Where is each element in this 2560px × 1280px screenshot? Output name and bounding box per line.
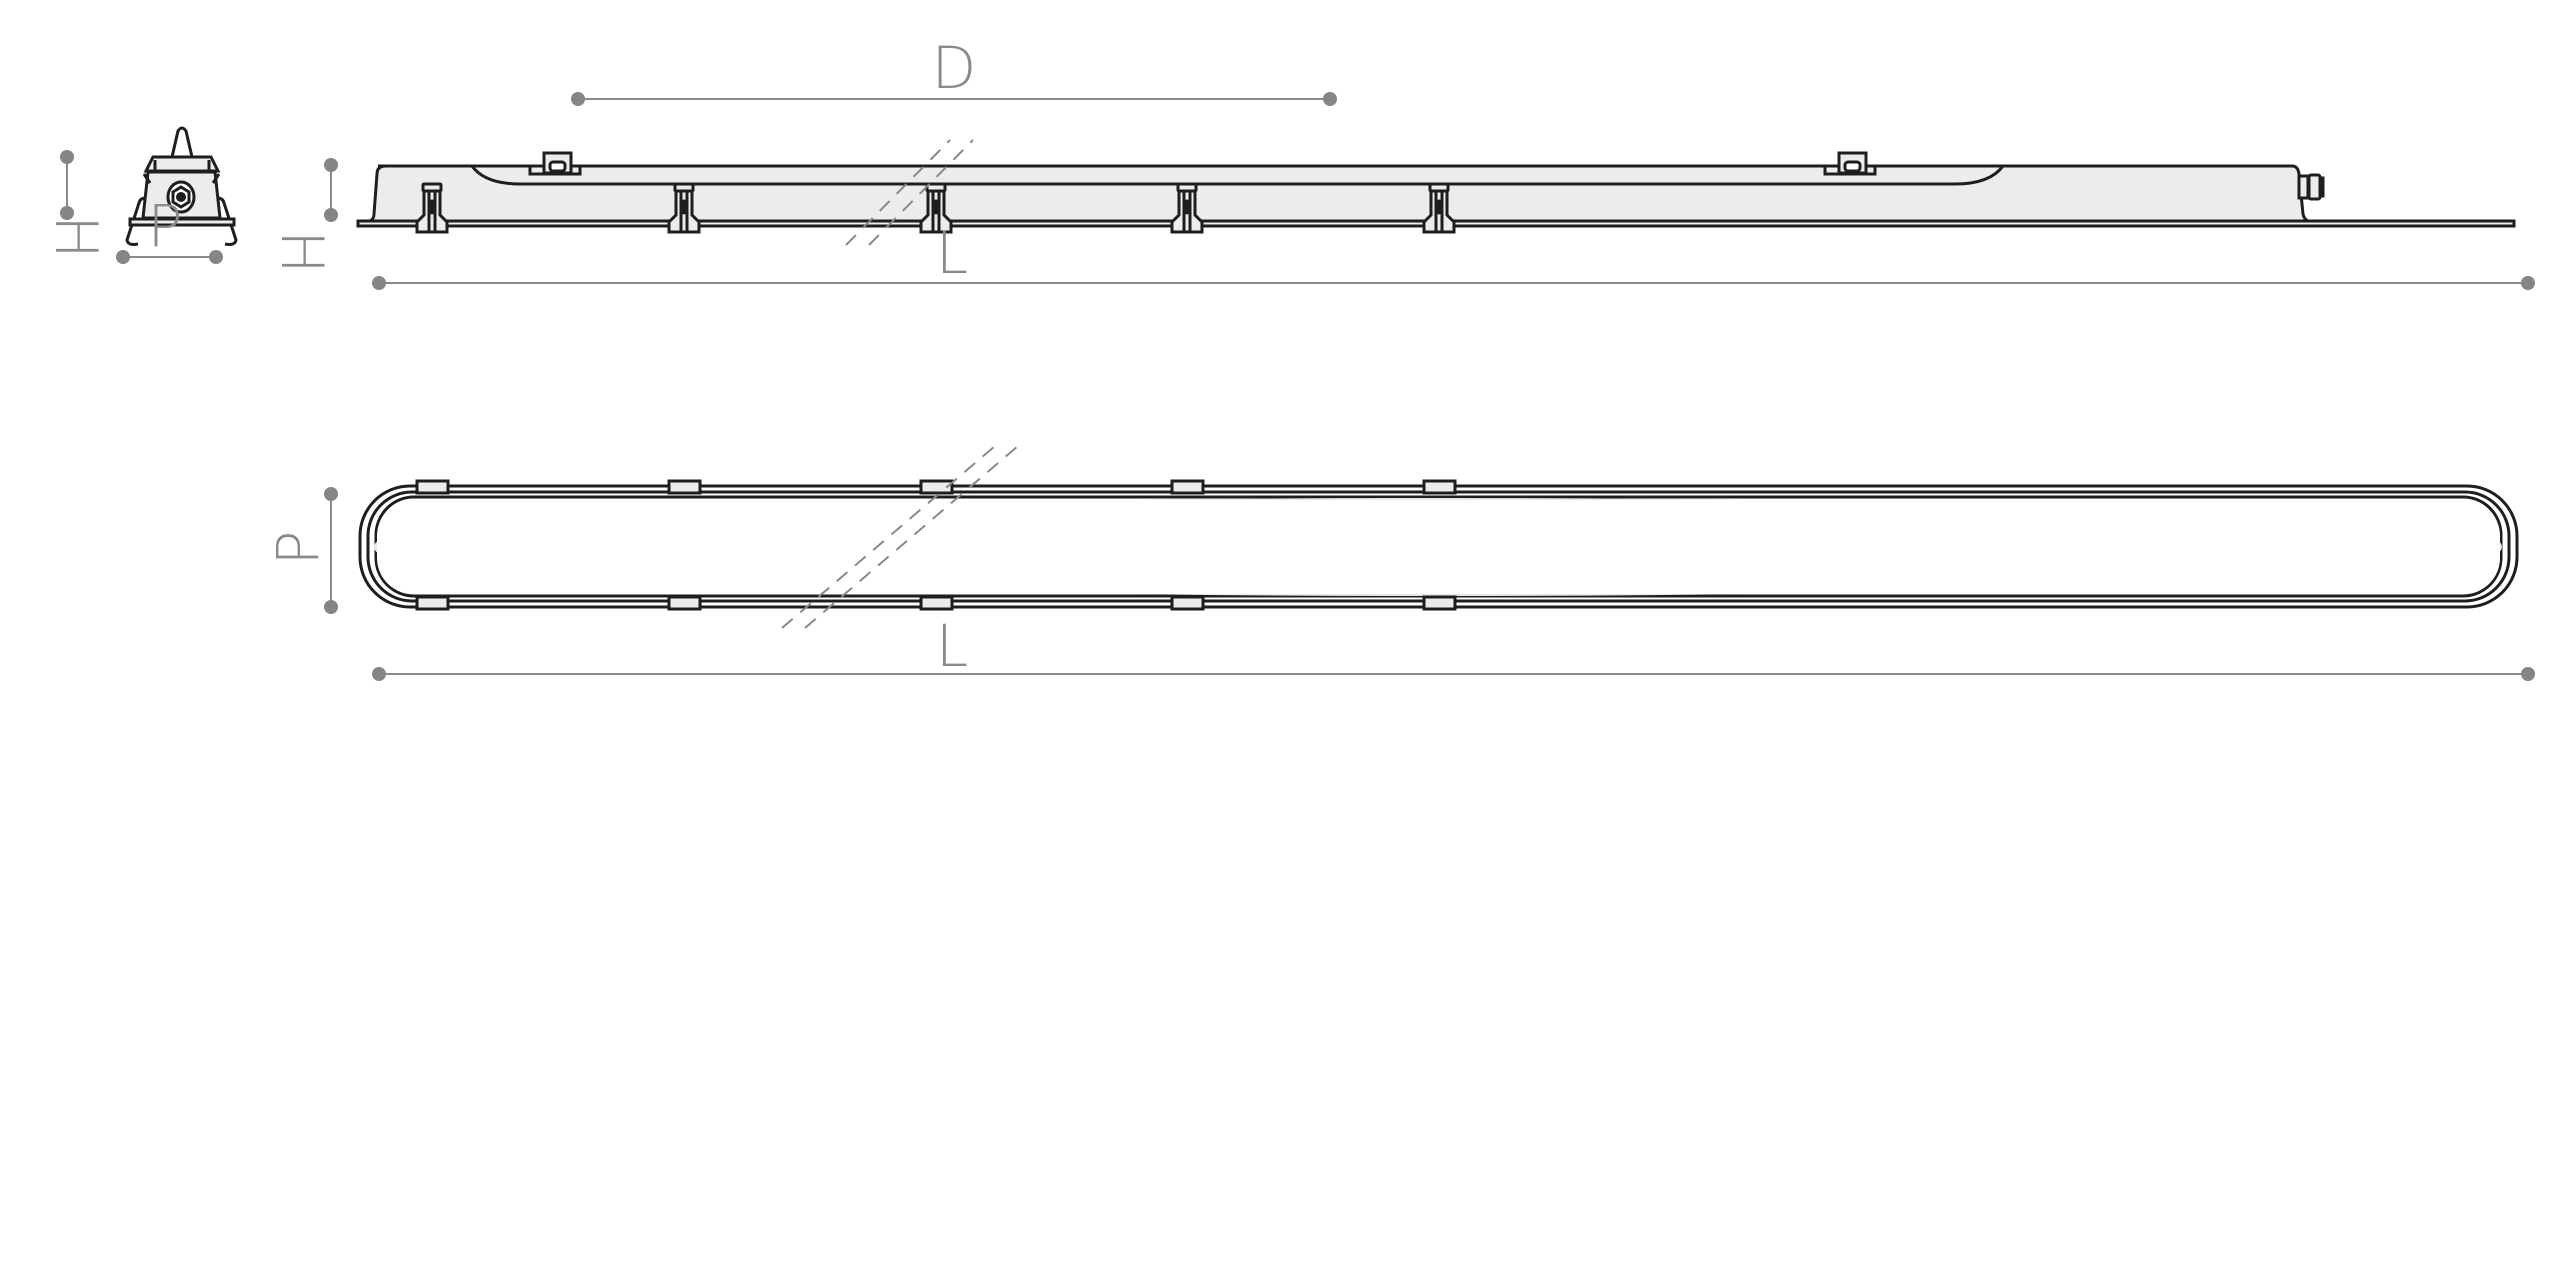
top-clip-2 (667, 479, 702, 611)
side-view-luminaire (356, 139, 2516, 246)
top-view-luminaire (358, 445, 2519, 629)
side-clip-5 (1422, 182, 1456, 234)
top-clip-5 (1422, 479, 1457, 611)
side-view-length-label: L (936, 219, 968, 287)
top-view-length-dimension: L (372, 612, 2535, 681)
top-view-depth-label: P (264, 531, 332, 566)
fixing-distance-label: D (932, 34, 977, 102)
top-clip-3 (919, 479, 954, 611)
cable-gland-icon (176, 192, 186, 202)
side-clip-2 (667, 182, 701, 234)
fixing-distance-dimension: D (571, 34, 1337, 106)
mounting-bracket-left (528, 151, 582, 176)
top-view-length-label: L (936, 612, 968, 680)
end-view-height-dimension: H (42, 150, 110, 259)
side-clip-4 (1170, 182, 1204, 234)
end-view-depth-label: P (148, 192, 183, 260)
top-clip-1 (415, 479, 450, 611)
top-view-depth-dimension: P (264, 487, 338, 614)
side-view-length-dimension: L (372, 219, 2535, 290)
mounting-bracket-right (1823, 151, 1877, 176)
end-view-luminaire (125, 126, 238, 246)
end-view-height-label: H (42, 215, 110, 259)
side-clip-1 (415, 182, 449, 234)
side-view-height-dimension: H (268, 158, 338, 274)
end-view-depth-dimension: P (116, 192, 223, 264)
side-view-height-label: H (268, 230, 336, 274)
top-clip-4 (1170, 479, 1205, 611)
side-clip-3 (919, 182, 953, 234)
break-lines (845, 139, 974, 246)
